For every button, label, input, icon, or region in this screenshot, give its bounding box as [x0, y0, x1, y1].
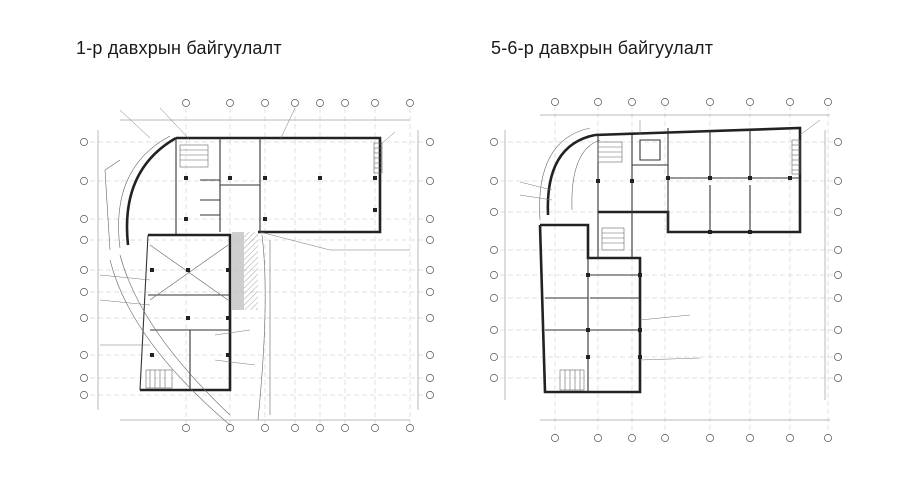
- floor-5-6-axis-bubbles: [490, 98, 842, 442]
- floor-1-annotation-leaders: [99, 107, 396, 366]
- floor-1-walls: [139, 136, 383, 392]
- plan-title-floor-5-6: 5-6-р давхрын байгуулалт: [491, 38, 714, 58]
- floor-5-6-walls: [538, 126, 802, 394]
- plan-title-floor-1: 1-р давхрын байгуулалт: [76, 38, 282, 58]
- floor-1-columns: [150, 176, 377, 357]
- floor-5-6-annotation-leaders: [519, 119, 821, 361]
- floor-1-plan: [80, 99, 434, 432]
- floor-5-6-grid: [492, 105, 838, 440]
- floor-1-axis-bubbles: [80, 99, 434, 432]
- floor-1-grid: [82, 100, 428, 425]
- floor-5-6-plan: [490, 98, 842, 442]
- floor-5-6-columns: [586, 176, 792, 359]
